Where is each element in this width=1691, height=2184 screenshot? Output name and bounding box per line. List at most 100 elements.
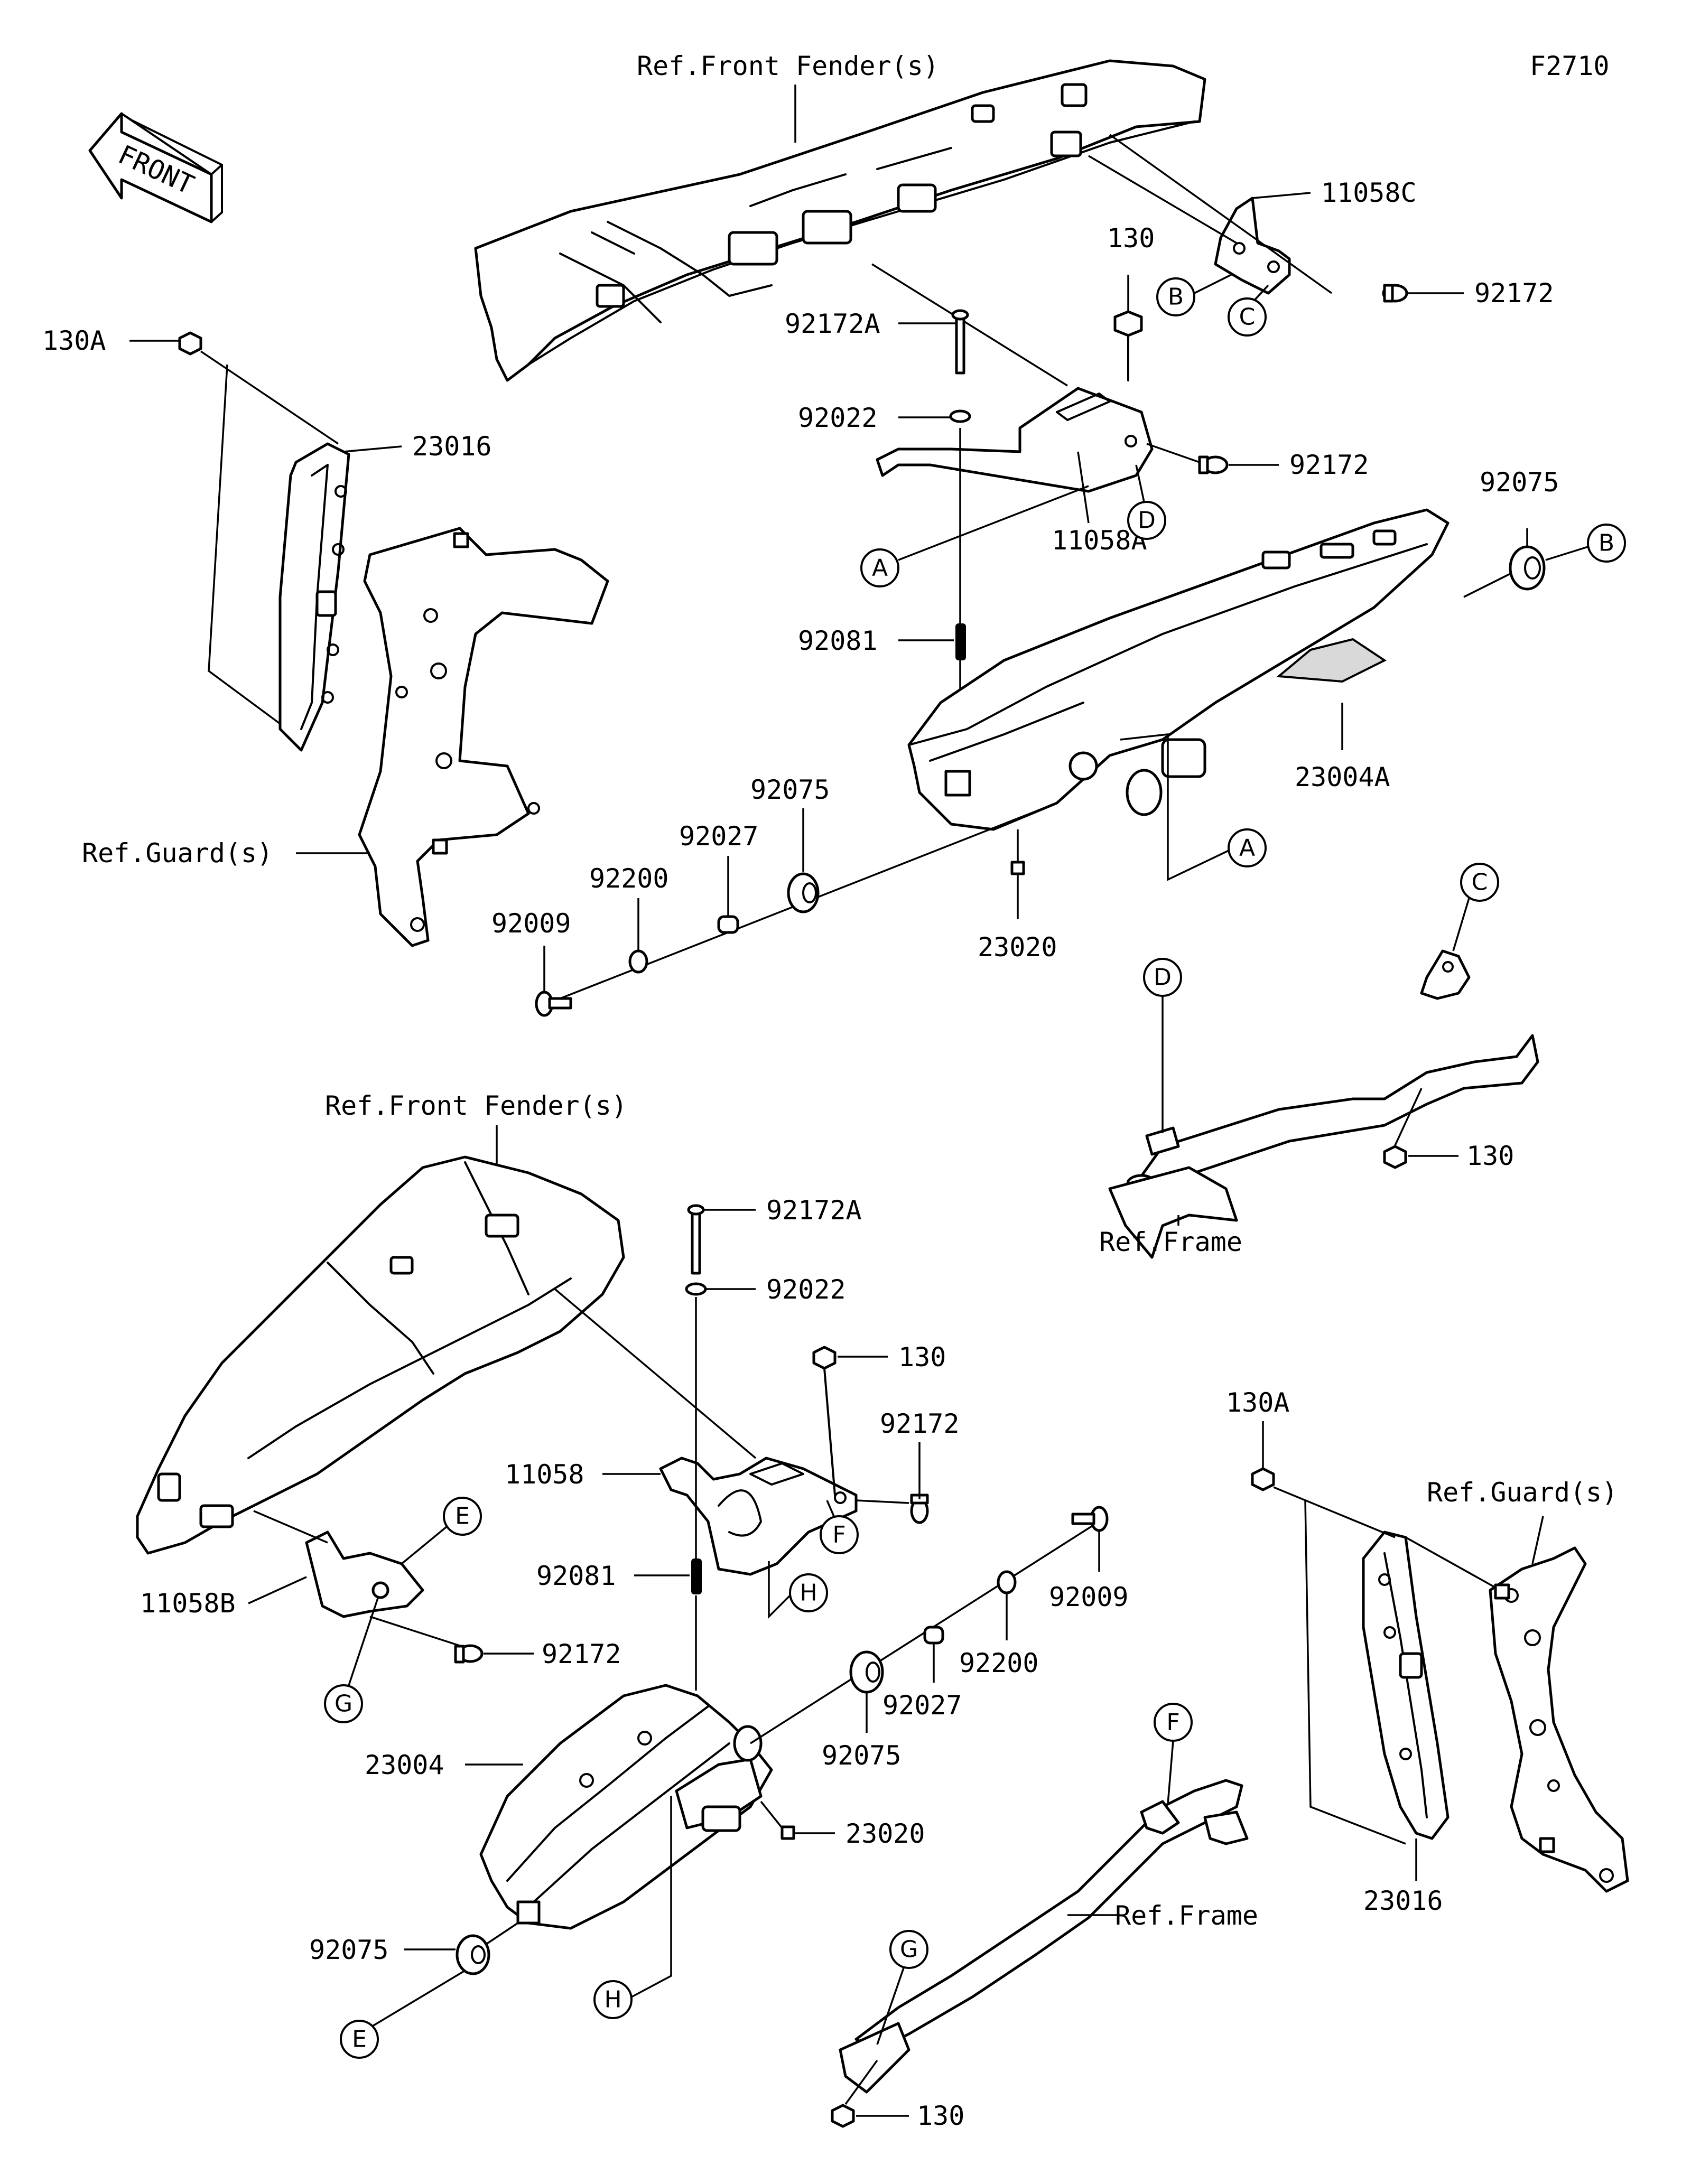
bracket-11058 [659,1457,858,1576]
label-ref-frame-bottom: Ref.Frame [1115,1900,1258,1931]
svg-text:H: H [604,1986,621,2013]
screw-92172A-b [687,1204,705,1275]
label-92027-a: 92027 [679,821,759,852]
label-92022-a: 92022 [798,403,878,433]
callout-a-top: A [860,548,899,587]
label-92172-d: 92172 [542,1639,621,1669]
svg-text:A: A [1239,835,1255,862]
label-92081-a: 92081 [798,626,878,656]
bolt-130A-a [178,331,202,356]
grommet-92075-b [787,872,820,913]
label-11058C: 11058C [1321,178,1417,208]
callout-e-lower: E [340,2020,379,2059]
label-ref-frame-top: Ref.Frame [1099,1227,1242,1257]
label-23004: 23004 [365,1750,444,1780]
nut-23020-a [1010,861,1025,875]
label-130-a: 130 [1107,223,1155,254]
svg-text:A: A [872,555,888,582]
grommet-92075-c [849,1650,884,1694]
label-92075-c: 92075 [822,1740,902,1771]
svg-text:C: C [1239,304,1256,331]
callout-c-top: C [1228,297,1267,337]
svg-text:C: C [1472,869,1488,896]
callout-d-frame: D [1143,958,1182,997]
grommet-92075-d [456,1934,490,1975]
svg-text:G: G [335,1691,352,1718]
bolt-92009-b [1071,1506,1109,1532]
bolt-130-d [831,2104,855,2128]
label-92022-b: 92022 [766,1274,846,1305]
label-ref-guard-right: Ref.Guard(s) [1427,1477,1618,1508]
label-92172-c: 92172 [880,1408,960,1439]
svg-text:E: E [352,2026,367,2053]
label-11058: 11058 [505,1459,584,1490]
svg-text:D: D [1138,507,1156,534]
bolt-130-b [1383,1145,1407,1169]
screw-92172-a [1382,284,1408,303]
grommet-92075-a [1509,545,1546,591]
turn-signal-23016-a [278,442,350,752]
washer-92022-b [685,1282,707,1296]
bolt-130-a [1113,310,1143,381]
label-92172-a: 92172 [1474,278,1554,309]
label-92009-b: 92009 [1049,1582,1129,1612]
callout-g-top: G [324,1684,363,1723]
label-130-d: 130 [917,2101,964,2131]
spacer-92027-b [923,1626,944,1645]
screw-92172A-a [951,309,969,375]
bracket-11058C [1214,197,1291,295]
callout-h-bracket: H [789,1573,828,1612]
label-92172A-b: 92172A [766,1195,862,1226]
bracket-11058B [305,1530,424,1618]
frame-top [1108,949,1539,1259]
guard-right-bottom [1489,1546,1629,1893]
label-23016-a: 23016 [412,431,492,462]
callout-c-frame: C [1460,863,1499,902]
label-92200-a: 92200 [589,863,669,894]
callout-b-right: B [1587,524,1626,563]
bracket-11058A [876,387,1154,493]
svg-text:F: F [832,1522,846,1548]
label-92075-b: 92075 [750,774,830,805]
front-fender-bottom [136,1155,625,1555]
label-23020-a: 23020 [978,932,1057,963]
label-92075-a: 92075 [1480,467,1559,498]
label-92172A-a: 92172A [785,309,880,339]
leader-line [1109,134,1333,294]
label-130A-b: 130A [1226,1387,1289,1418]
callout-a-mid: A [1228,828,1267,867]
callout-f-bracket: F [820,1515,859,1554]
svg-text:D: D [1154,964,1172,991]
bolt-130-c [812,1346,837,1496]
label-130-b: 130 [1466,1141,1514,1171]
svg-text:G: G [900,1936,918,1963]
washer-92200-a [628,949,648,974]
label-92081-b: 92081 [536,1561,616,1591]
washer-92200-b [997,1570,1017,1594]
screw-92172-b [1198,455,1229,474]
label-92027-b: 92027 [882,1690,962,1721]
washer-92022-a [949,409,971,423]
spacer-92027-a [717,915,739,934]
headlight-unit-23004A [907,508,1450,831]
label-130-c: 130 [898,1342,946,1373]
diagram-code: F2710 [1530,51,1610,81]
label-23020-b: 23020 [846,1818,925,1849]
spacer-92081-b [691,1558,702,1594]
svg-text:B: B [1168,284,1184,311]
turn-signal-23016-b [1362,1530,1450,1840]
callout-f-frame: F [1154,1703,1193,1742]
label-92009-a: 92009 [491,908,571,939]
front-direction-arrow: FRONT [88,112,223,223]
bolt-92009-a [535,991,572,1017]
leader-line [1088,155,1237,244]
svg-text:F: F [1166,1709,1179,1736]
spacer-92081-a [955,623,966,660]
svg-text:E: E [455,1503,470,1530]
nut-23020-b [781,1825,795,1840]
callout-h-lower: H [593,1980,633,2019]
svg-text:B: B [1599,530,1614,557]
label-92075-d: 92075 [309,1935,389,1965]
leader-line [1252,192,1311,199]
